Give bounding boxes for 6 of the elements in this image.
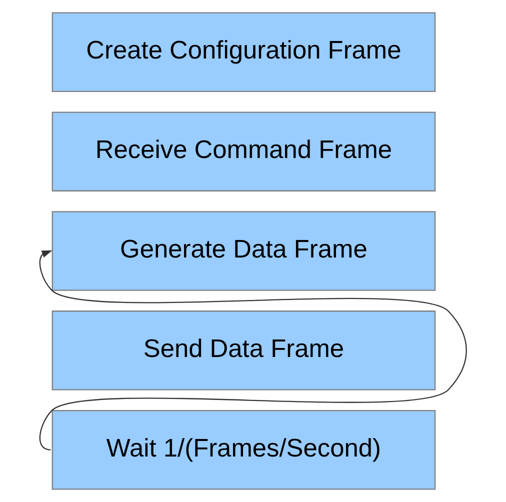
node-box: Send Data Frame — [52, 310, 436, 390]
node-box: Wait 1/(Frames/Second) — [52, 410, 436, 490]
arrow — [39, 250, 467, 450]
node-box: Create Configuration Frame — [52, 12, 436, 92]
node-box: Receive Command Frame — [52, 112, 436, 192]
node-box: Generate Data Frame — [52, 211, 436, 291]
